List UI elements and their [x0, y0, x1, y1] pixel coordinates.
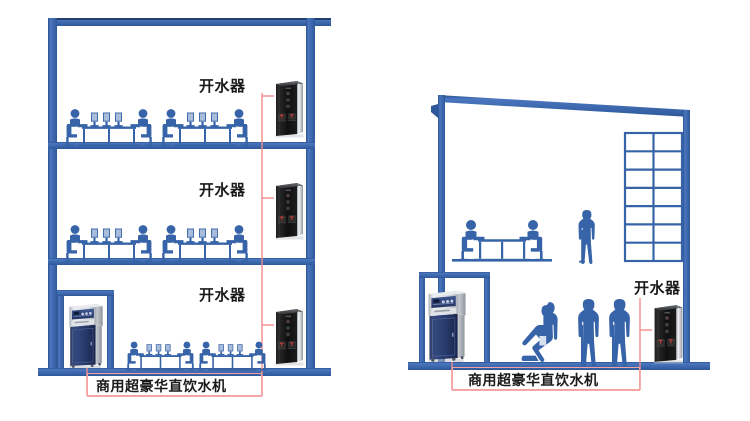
purifier-label-left: 商用超豪华直饮水机 [96, 378, 227, 394]
right-purifier-room-left-wall [419, 272, 425, 362]
right-bldg-right-wall [683, 110, 690, 368]
desk-pair-2f-a [65, 225, 153, 263]
ground-slab [38, 368, 331, 376]
left-column [48, 18, 57, 374]
water-purifier-left[interactable] [68, 303, 104, 369]
roof-slab [48, 18, 331, 26]
purifier-room-left-wall [57, 290, 64, 368]
right-ground-slab [408, 362, 710, 370]
boiler-label-1f: 开水器 [199, 287, 246, 304]
right-purifier-room-right-wall [484, 272, 490, 362]
left-purifier-callout-box [87, 373, 262, 396]
boiler-label-3f: 开水器 [199, 78, 246, 95]
desk-pair-1f-b [198, 341, 267, 371]
standing-person-with-cane [578, 210, 595, 264]
worker-with-cane-a [578, 299, 599, 370]
desk-pair-3f-a [65, 109, 153, 147]
water-boiler-3f[interactable] [275, 80, 304, 138]
boiler-label-right: 开水器 [634, 280, 681, 297]
left-building-contents [65, 80, 304, 371]
worker-with-cane-b [609, 299, 630, 370]
roof-slab-highlight [48, 18, 331, 20]
water-boiler-right[interactable] [653, 304, 684, 364]
right-bldg-left-wall [438, 95, 445, 368]
slanted-roof [438, 95, 690, 117]
purifier-room-right-wall [107, 290, 114, 368]
boiler-label-2f: 开水器 [199, 182, 246, 199]
water-boiler-2f[interactable] [275, 182, 304, 240]
right-building-structure [408, 95, 710, 370]
water-purifier-right[interactable] [427, 290, 467, 363]
meeting-table-pair [460, 220, 544, 261]
eave-notch [431, 104, 438, 118]
right-column [306, 18, 315, 374]
meeting-floor-line [452, 259, 552, 262]
purifier-room-ceiling [57, 290, 114, 296]
right-purifier-room-ceiling [419, 272, 490, 278]
water-boiler-1f[interactable] [275, 308, 304, 366]
desk-pair-2f-b [161, 225, 249, 263]
window-grid [623, 131, 684, 263]
desk-pair-1f-a [126, 341, 195, 371]
crouching-worker [521, 302, 558, 363]
right-purifier-callout-box [452, 367, 640, 390]
right-building-contents [427, 210, 684, 370]
purifier-label-right: 商用超豪华直饮水机 [468, 372, 599, 388]
desk-pair-3f-b [161, 109, 249, 147]
